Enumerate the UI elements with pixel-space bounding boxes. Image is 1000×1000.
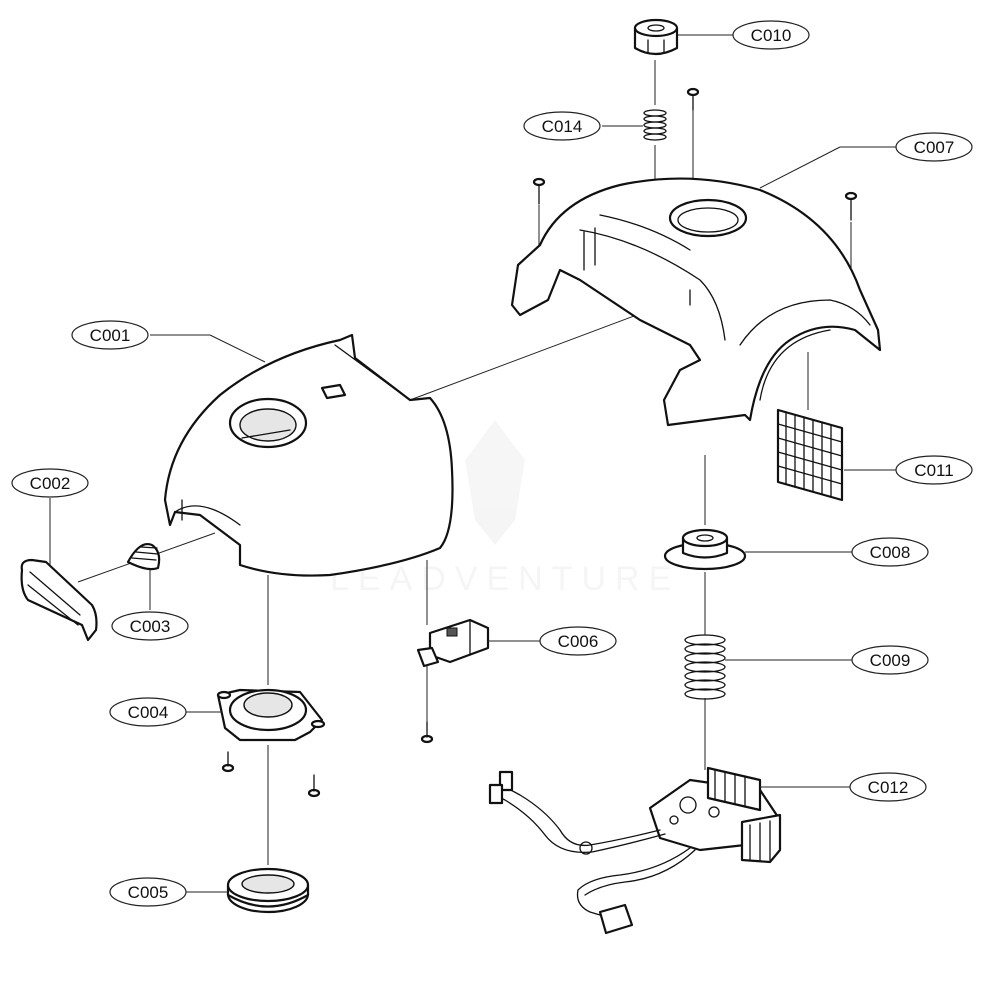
part-c006-switch xyxy=(416,618,490,668)
callout-c012: C012 xyxy=(849,772,927,802)
callout-c001: C001 xyxy=(71,320,149,350)
part-c009-spring xyxy=(684,634,726,700)
callout-c004-label: C004 xyxy=(128,703,169,722)
callout-c012-label: C012 xyxy=(868,778,909,797)
callout-c004: C004 xyxy=(109,697,187,727)
callout-c001-label: C001 xyxy=(90,326,131,345)
part-c012-circuit-board xyxy=(488,766,782,935)
callout-c003: C003 xyxy=(111,611,189,641)
watermark-text: LEADVENTURE xyxy=(330,560,680,598)
callout-c007: C007 xyxy=(895,132,973,162)
callout-c011-label: C011 xyxy=(914,461,953,480)
callout-c009: C009 xyxy=(851,645,929,675)
screw-c006 xyxy=(420,721,434,744)
watermark: LEADVENTURE xyxy=(330,420,680,598)
callout-c005: C005 xyxy=(109,877,187,907)
callout-c002: C002 xyxy=(11,468,89,498)
part-c005-ring xyxy=(226,867,310,914)
part-c010-cap xyxy=(633,18,679,56)
callout-c006: C006 xyxy=(539,626,617,656)
callout-c003-label: C003 xyxy=(130,617,171,636)
leader-lines xyxy=(49,34,898,893)
callout-c010: C010 xyxy=(732,20,810,50)
part-c014-spring xyxy=(643,109,667,141)
callout-c006-label: C006 xyxy=(558,632,599,651)
part-c002-cover xyxy=(20,558,98,642)
callout-c014-label: C014 xyxy=(542,117,583,136)
callout-c008: C008 xyxy=(851,537,929,567)
callout-c014: C014 xyxy=(523,111,601,141)
screws-c004 xyxy=(221,751,321,798)
callout-c002-label: C002 xyxy=(30,474,71,493)
part-c003-cone xyxy=(126,543,161,571)
callout-c007-label: C007 xyxy=(914,138,955,157)
part-c001-front-housing xyxy=(163,333,454,577)
callout-c008-label: C008 xyxy=(870,543,911,562)
part-c004-ring-base xyxy=(216,688,326,742)
callout-c010-label: C010 xyxy=(751,26,792,45)
part-c008-disk xyxy=(663,528,747,571)
callout-c009-label: C009 xyxy=(870,651,911,670)
part-c007-rear-housing xyxy=(510,177,882,427)
part-c011-filter xyxy=(776,408,844,502)
callout-c005-label: C005 xyxy=(128,883,169,902)
callout-c011: C011 xyxy=(895,455,973,485)
